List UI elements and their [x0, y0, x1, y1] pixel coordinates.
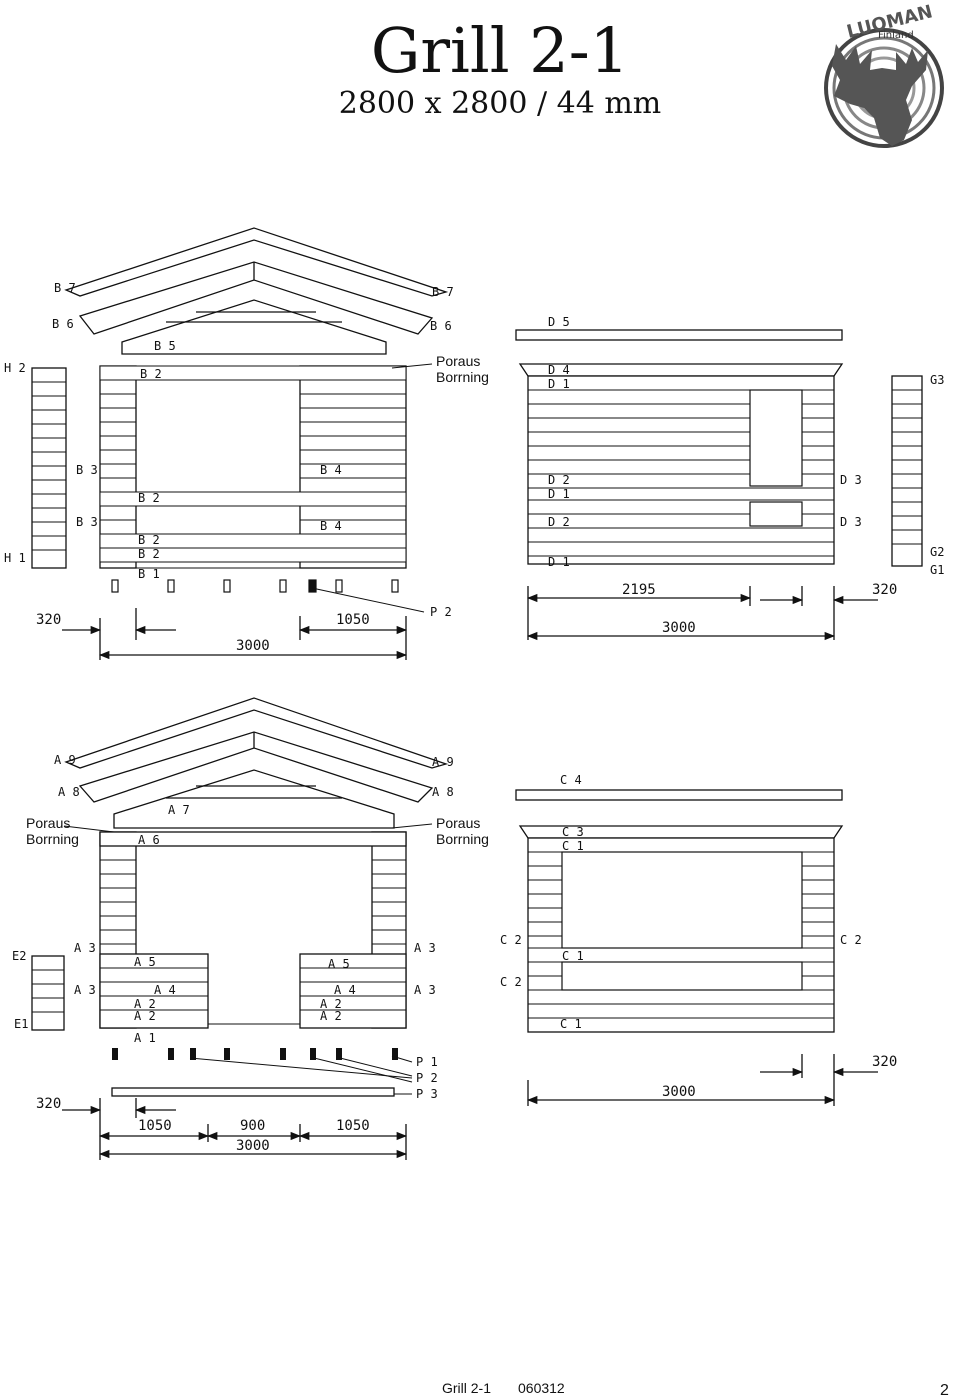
label-p2-b: P 2 [430, 605, 452, 619]
label-b4-upper: B 4 [320, 463, 342, 477]
label-g2: G2 [930, 545, 944, 559]
dim-a-left: 320 [36, 1096, 61, 1112]
label-a3-right-lower: A 3 [414, 983, 436, 997]
label-c1-mid: C 1 [562, 949, 584, 963]
label-a8-right: A 8 [432, 785, 454, 799]
label-c1-bottom: C 1 [560, 1017, 582, 1031]
label-a3-left-lower: A 3 [74, 983, 96, 997]
label-e2: E2 [12, 949, 26, 963]
page-subtitle: 2800 x 2800 / 44 mm [338, 86, 662, 121]
label-h1: H 1 [4, 551, 26, 565]
label-a4-right: A 4 [334, 983, 356, 997]
label-a3-right-upper: A 3 [414, 941, 436, 955]
label-d4: D 4 [548, 363, 570, 377]
label-b6-left: B 6 [52, 317, 74, 331]
elevation-c [515, 789, 878, 1106]
label-a2-right-1: A 2 [320, 997, 342, 1011]
label-a2-left-2: A 2 [134, 1009, 156, 1023]
label-g1: G1 [930, 563, 944, 577]
page-title: Grill 2-1 [370, 14, 630, 87]
label-c3: C 3 [562, 825, 584, 839]
label-b2-top: B 2 [140, 367, 162, 381]
footer-doc-name: Grill 2-1 [442, 1380, 492, 1396]
label-b7-left: B 7 [54, 281, 76, 295]
label-a9-left: A 9 [54, 753, 76, 767]
label-b2-low1: B 2 [138, 533, 160, 547]
dim-a-total: 3000 [236, 1138, 270, 1154]
label-b1: B 1 [138, 567, 160, 581]
label-g3: G3 [930, 373, 944, 387]
dim-b-mid: 1050 [336, 612, 370, 628]
elevation-b [31, 227, 449, 660]
label-d5: D 5 [548, 315, 570, 329]
dim-a-1050-left: 1050 [138, 1118, 172, 1134]
note-borrning-a-left: Borrning [26, 831, 79, 847]
label-p1: P 1 [416, 1055, 438, 1069]
label-h2: H 2 [4, 361, 26, 375]
label-d3-upper: D 3 [840, 473, 862, 487]
dim-d-right: 320 [872, 582, 897, 598]
label-b3-upper: B 3 [76, 463, 98, 477]
label-d2-upper: D 2 [548, 473, 570, 487]
note-poraus-a-left: Poraus [26, 815, 70, 831]
label-a5-right: A 5 [328, 957, 350, 971]
dim-d-opening: 2195 [622, 582, 656, 598]
dim-b-total: 3000 [236, 638, 270, 654]
label-a6: A 6 [138, 833, 160, 847]
note-borrning-a-right: Borrning [436, 831, 489, 847]
footer-page-number: 2 [940, 1382, 949, 1399]
luoman-logo: LUOMAN Finland [824, 1, 944, 148]
elevation-d [515, 329, 923, 641]
label-d1-mid: D 1 [548, 487, 570, 501]
label-a1: A 1 [134, 1031, 156, 1045]
elevation-b-labels: B 7 B 7 B 6 B 6 B 5 B 2 B 3 B 3 B 4 B 4 … [4, 281, 489, 654]
dim-b-left: 320 [36, 612, 61, 628]
dim-a-900: 900 [240, 1118, 265, 1134]
label-a3-left-upper: A 3 [74, 941, 96, 955]
dim-c-total: 3000 [662, 1084, 696, 1100]
label-c2-right: C 2 [840, 933, 862, 947]
label-b6-right: B 6 [430, 319, 452, 333]
label-p2-a: P 2 [416, 1071, 438, 1085]
label-a2-right-2: A 2 [320, 1009, 342, 1023]
dim-d-total: 3000 [662, 620, 696, 636]
label-a8-left: A 8 [58, 785, 80, 799]
dim-a-1050-right: 1050 [336, 1118, 370, 1134]
logo-country: Finland [878, 30, 914, 41]
elevation-a [31, 697, 449, 1160]
label-b7-right: B 7 [432, 285, 454, 299]
label-b2-low2: B 2 [138, 547, 160, 561]
label-a5-left: A 5 [134, 955, 156, 969]
label-e1: E1 [14, 1017, 28, 1031]
label-a7: A 7 [168, 803, 190, 817]
label-a9-right: A 9 [432, 755, 454, 769]
note-poraus-b: Poraus [436, 353, 480, 369]
label-d1-top: D 1 [548, 377, 570, 391]
note-poraus-a-right: Poraus [436, 815, 480, 831]
label-b3-lower: B 3 [76, 515, 98, 529]
label-c1-top: C 1 [562, 839, 584, 853]
label-d1-bottom: D 1 [548, 555, 570, 569]
label-b4-lower: B 4 [320, 519, 342, 533]
moose-icon [824, 28, 944, 148]
elevation-a-labels: A 9 A 9 A 8 A 8 A 7 A 6 A 3 A 3 A 3 A 3 … [12, 753, 489, 1154]
label-a4-left: A 4 [154, 983, 176, 997]
label-b5: B 5 [154, 339, 176, 353]
label-c4: C 4 [560, 773, 582, 787]
dim-c-right: 320 [872, 1054, 897, 1070]
label-d2-lower: D 2 [548, 515, 570, 529]
elevation-d-labels: D 5 D 4 D 1 D 2 D 1 D 2 D 1 D 3 D 3 G3 G… [548, 315, 944, 636]
label-c2-left-upper: C 2 [500, 933, 522, 947]
footer-doc-code: 060312 [518, 1380, 565, 1396]
note-borrning-b: Borrning [436, 369, 489, 385]
label-b2-mid: B 2 [138, 491, 160, 505]
label-p3: P 3 [416, 1087, 438, 1101]
label-c2-left-lower: C 2 [500, 975, 522, 989]
label-d3-lower: D 3 [840, 515, 862, 529]
label-a2-left-1: A 2 [134, 997, 156, 1011]
elevation-c-labels: C 4 C 3 C 1 C 1 C 1 C 2 C 2 C 2 320 3000 [500, 773, 897, 1100]
